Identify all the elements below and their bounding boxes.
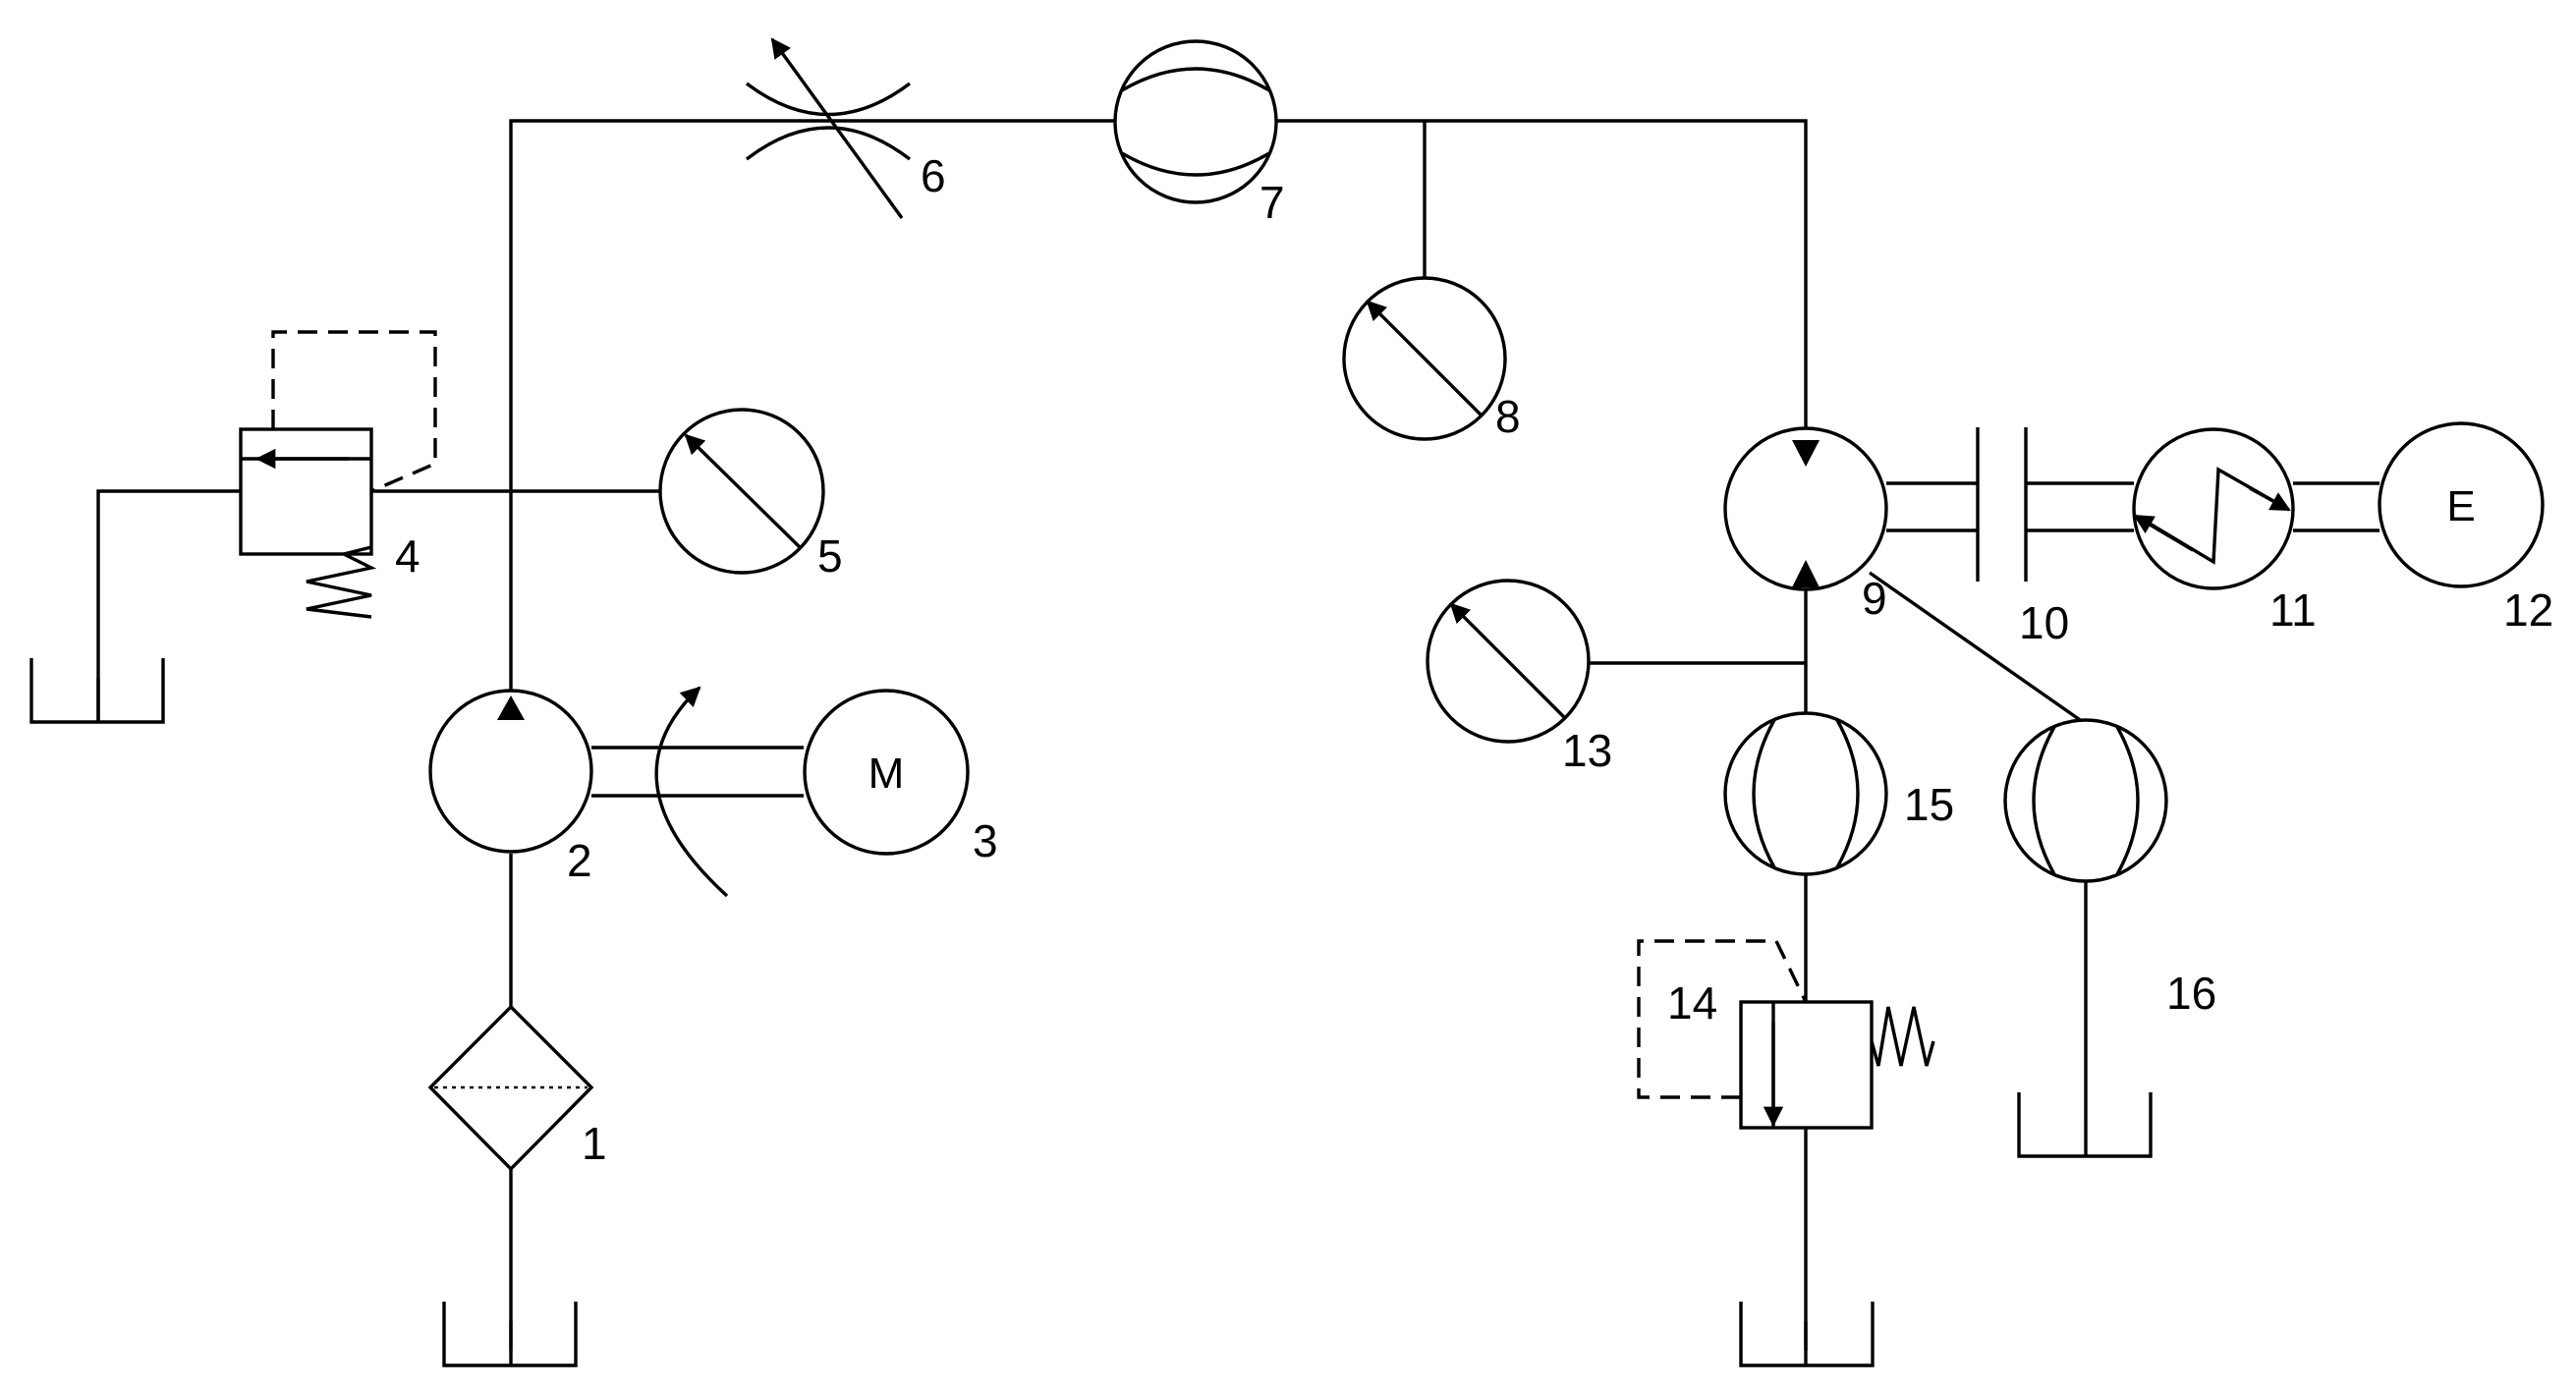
label-1: 1 [582,1118,607,1169]
adjustable-throttle-valve-icon [745,37,912,219]
filter-icon [427,1004,594,1172]
flow-meter-icon [2003,718,2168,883]
motor-shaft [1886,481,2380,532]
motor-symbol: M [868,750,905,798]
pressure-gauge-icon [658,408,825,575]
label-5: 5 [817,530,843,582]
flow-meter-icon [1723,711,1888,876]
pressure-gauge-icon [1426,579,1591,744]
label-6: 6 [921,150,946,201]
drive-shaft [591,746,804,798]
reservoir-tank-icon [2017,1092,2153,1158]
relief-valve-icon [239,330,437,619]
label-10: 10 [2019,597,2069,648]
label-16: 16 [2166,968,2216,1019]
flow-meter-icon [1113,39,1278,204]
hydraulic-pump-icon [428,689,593,854]
label-11: 11 [2269,584,2317,636]
label-3: 3 [973,815,998,866]
label-7: 7 [1260,177,1285,228]
rotation-arrow-icon [654,686,729,898]
generator-icon: E [2378,421,2545,588]
pipe-lines [96,119,2088,1351]
pressure-gauge-icon [1342,276,1507,441]
torque-meter-icon [2132,427,2295,590]
generator-symbol: E [2446,482,2475,530]
relief-valve-icon [1637,939,1935,1130]
label-9: 9 [1862,573,1887,624]
label-15: 15 [1904,779,1954,830]
label-14: 14 [1667,977,1717,1029]
reservoir-tank-icon [1739,1302,1875,1367]
reservoir-tank-icon [29,658,165,724]
electric-motor-icon: M [803,689,970,856]
hydraulic-motor-icon [1723,426,1888,591]
label-8: 8 [1495,391,1521,442]
component-labels: 1 2 3 4 5 6 7 8 9 10 11 12 13 14 15 16 [395,150,2553,1169]
label-2: 2 [567,835,592,886]
label-4: 4 [395,530,420,582]
label-13: 13 [1562,725,1612,776]
coupling-icon [1976,427,2028,582]
reservoir-tank-icon [442,1302,578,1367]
label-12: 12 [2503,584,2553,636]
